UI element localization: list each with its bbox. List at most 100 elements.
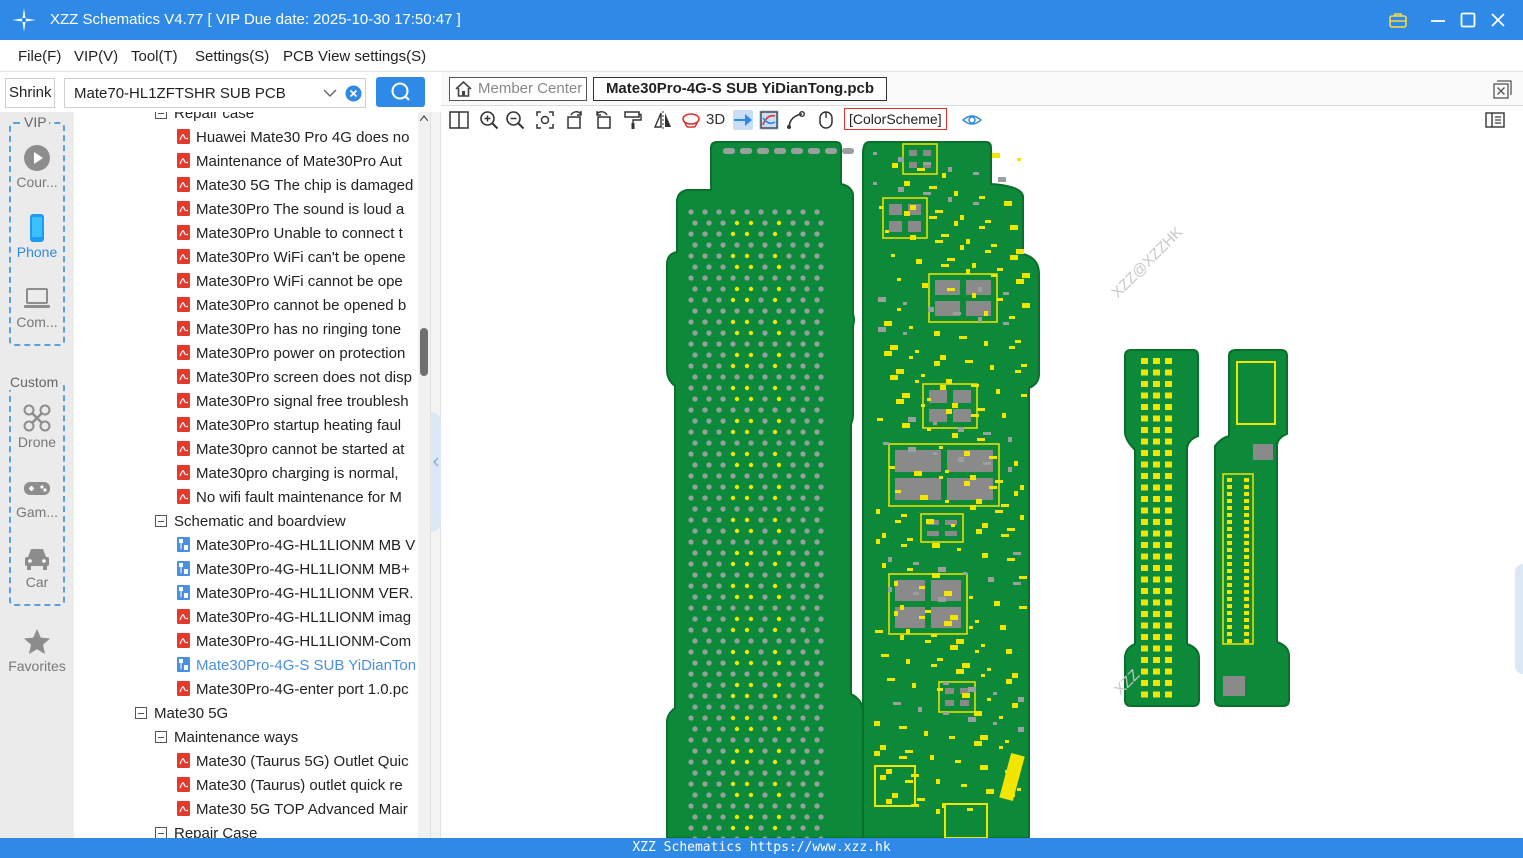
pcb-pad: [1227, 583, 1232, 587]
tree-pdf-item[interactable]: Mate30Pro The sound is loud a: [177, 198, 404, 222]
collapse-icon[interactable]: [155, 112, 167, 119]
collapse-icon[interactable]: [155, 731, 167, 743]
tree-board-item[interactable]: Mate30Pro-4G-S SUB YiDianTon: [177, 654, 416, 678]
pcb-pad: [1244, 534, 1249, 538]
pcb-pad: [762, 374, 768, 380]
paint-roller-icon[interactable]: [623, 110, 643, 130]
split-view-icon[interactable]: [449, 110, 469, 130]
shrink-button[interactable]: Shrink: [5, 78, 55, 108]
tree-pdf-item[interactable]: Mate30Pro has no ringing tone: [177, 318, 401, 342]
search-combobox[interactable]: Mate70-HL1ZFTSHR SUB PCB: [64, 78, 366, 108]
menu-file[interactable]: File(F): [18, 48, 62, 65]
pcb-board-render[interactable]: [441, 134, 1523, 838]
tree-pdf-item[interactable]: Mate30Pro signal free troublesh: [177, 390, 409, 414]
tree-folder[interactable]: Schematic and boardview: [155, 510, 346, 534]
collapse-icon[interactable]: [155, 515, 167, 527]
fit-view-icon[interactable]: [535, 110, 555, 130]
vip-briefcase-icon[interactable]: [1385, 7, 1411, 33]
navigate-pin-icon[interactable]: [733, 110, 753, 130]
pcb-canvas[interactable]: XZZ@XZZHK XZZ: [441, 134, 1523, 838]
pcb-smd-pad: [1004, 201, 1012, 206]
rail-item-game[interactable]: Gam...: [0, 474, 74, 520]
tree-scrollbar-thumb[interactable]: [420, 328, 428, 376]
tree-folder[interactable]: Repair Case: [155, 822, 257, 838]
tree-pdf-item[interactable]: Mate30Pro power on protection: [177, 342, 405, 366]
rail-item-car[interactable]: Car: [0, 544, 74, 590]
rail-item-drone[interactable]: Drone: [0, 404, 74, 450]
pcb-pad: [1153, 473, 1160, 479]
zoom-in-icon[interactable]: [479, 110, 499, 130]
tree-folder[interactable]: Mate30 5G: [135, 702, 228, 726]
color-scheme-button[interactable]: [ColorScheme]: [844, 108, 947, 130]
close-all-tabs-icon[interactable]: [1493, 80, 1512, 99]
tree-pdf-item[interactable]: Mate30pro cannot be started at: [177, 438, 404, 462]
pcb-pad: [734, 594, 740, 600]
minimize-icon[interactable]: [1425, 7, 1451, 33]
pcb-smd-pad: [936, 809, 940, 814]
tree-pdf-item[interactable]: Mate30Pro screen does not disp: [177, 366, 412, 390]
tree-pdf-item[interactable]: Mate30 5G TOP Advanced Mair: [177, 798, 408, 822]
tree-pdf-item[interactable]: Mate30Pro WiFi cannot be ope: [177, 270, 403, 294]
pcb-pad: [818, 440, 824, 446]
rail-item-computer[interactable]: Com...: [0, 284, 74, 330]
tree-pdf-item[interactable]: Mate30 5G The chip is damaged: [177, 174, 413, 198]
rail-item-favorites[interactable]: Favorites: [0, 628, 74, 674]
pcb-pad: [818, 726, 824, 732]
rotate-left-icon[interactable]: [565, 110, 585, 130]
tree-pdf-item[interactable]: Mate30Pro-4G-HL1LIONM-Com: [177, 630, 411, 654]
side-panel-toggle-icon[interactable]: [1485, 110, 1505, 130]
3d-view-button[interactable]: 3D: [706, 111, 726, 128]
mirror-flip-icon[interactable]: [653, 110, 673, 130]
tree-pdf-item[interactable]: Mate30 (Taurus) outlet quick re: [177, 774, 403, 798]
zoom-out-icon[interactable]: [505, 110, 525, 130]
mouse-icon[interactable]: [816, 110, 836, 130]
rail-item-course[interactable]: Cour...: [0, 144, 74, 190]
eye-icon[interactable]: [962, 110, 982, 130]
menu-vip[interactable]: VIP(V): [74, 48, 119, 65]
tree-pdf-item[interactable]: Mate30Pro Unable to connect t: [177, 222, 403, 246]
tab-member-center[interactable]: Member Center: [449, 77, 587, 101]
net-highlight-icon[interactable]: [759, 110, 779, 130]
maximize-icon[interactable]: [1455, 7, 1481, 33]
rail-item-phone[interactable]: Phone: [0, 214, 74, 260]
tree-folder[interactable]: Maintenance ways: [155, 726, 298, 750]
pcb-pad: [1141, 657, 1148, 663]
collapse-panel-tab[interactable]: [431, 412, 441, 532]
tree-board-item[interactable]: Mate30Pro-4G-HL1LIONM MB+: [177, 558, 410, 582]
rotate-right-icon[interactable]: [593, 110, 613, 130]
pcb-smd-pad: [913, 592, 919, 595]
pcb-smd-pad: [1015, 340, 1021, 343]
tree-pdf-item[interactable]: No wifi fault maintenance for M: [177, 486, 402, 510]
menu-settings[interactable]: Settings(S): [195, 48, 270, 65]
right-edge-tab[interactable]: [1515, 564, 1523, 674]
trace-icon[interactable]: [786, 110, 806, 130]
collapse-icon[interactable]: [155, 827, 167, 838]
panel-splitter[interactable]: [430, 112, 441, 838]
tree-pdf-item[interactable]: Mate30Pro-4G-HL1LIONM imag: [177, 606, 411, 630]
bottom-layer-icon[interactable]: [681, 110, 701, 130]
close-icon[interactable]: [1485, 7, 1511, 33]
menu-tool[interactable]: Tool(T): [131, 48, 178, 65]
tree-board-item[interactable]: Mate30Pro-4G-HL1LIONM MB V: [177, 534, 415, 558]
tree-board-item[interactable]: Mate30Pro-4G-HL1LIONM VER.: [177, 582, 414, 606]
scroll-up-icon[interactable]: [420, 115, 428, 121]
tree-folder[interactable]: Repair case: [155, 112, 254, 126]
pcb-pad: [842, 148, 854, 154]
tree-pdf-item[interactable]: Mate30Pro cannot be opened b: [177, 294, 406, 318]
tree-scrollbar[interactable]: [418, 112, 430, 838]
clear-search-icon[interactable]: [345, 85, 362, 102]
tree-pdf-item[interactable]: Maintenance of Mate30Pro Aut: [177, 150, 402, 174]
tree-pdf-item[interactable]: Mate30Pro-4G-enter port 1.0.pc: [177, 678, 409, 702]
tree-pdf-item[interactable]: Mate30pro charging is normal,: [177, 462, 399, 486]
search-button[interactable]: [376, 77, 425, 107]
tree-pdf-item[interactable]: Mate30Pro startup heating faul: [177, 414, 401, 438]
tab-pcb-document[interactable]: Mate30Pro-4G-S SUB YiDianTong.pcb: [593, 77, 887, 101]
tree-pdf-item[interactable]: Huawei Mate30 Pro 4G does no: [177, 126, 409, 150]
search-input[interactable]: Mate70-HL1ZFTSHR SUB PCB: [74, 85, 286, 102]
menu-pcb-view-settings[interactable]: PCB View settings(S): [283, 48, 427, 65]
tree-pdf-item[interactable]: Mate30 (Taurus 5G) Outlet Quic: [177, 750, 409, 774]
chevron-down-icon[interactable]: [323, 86, 337, 100]
collapse-icon[interactable]: [135, 707, 147, 719]
tree-pdf-item[interactable]: Mate30Pro WiFi can't be opene: [177, 246, 406, 270]
pcb-pad: [744, 495, 750, 501]
